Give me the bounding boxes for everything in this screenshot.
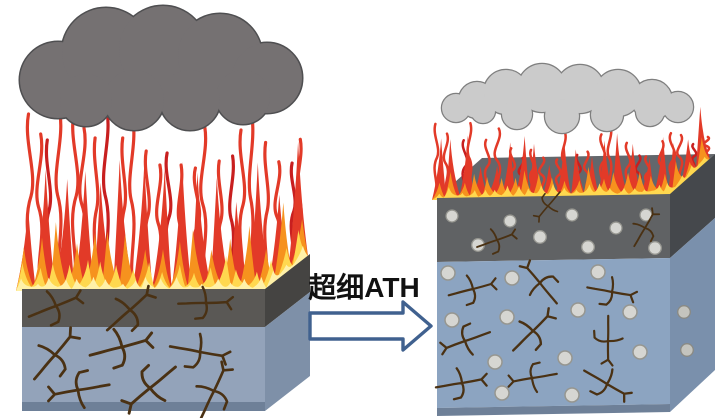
- arrow-label: 超细ATH: [308, 271, 419, 303]
- cloud-puff-fill: [104, 70, 164, 130]
- substrate-front-left: [22, 327, 265, 402]
- substrate-bottom-edge-right: [437, 404, 670, 416]
- cloud-puff-fill: [216, 70, 270, 124]
- flame-band: [16, 245, 308, 291]
- char-layer-side-left: [265, 254, 310, 327]
- transformation-indicator: 超细ATH: [308, 271, 433, 352]
- light-smoke-cloud-icon: [440, 62, 695, 135]
- ath-particle: [504, 270, 520, 286]
- char-layer-side-right: [670, 154, 715, 258]
- ath-particle: [503, 214, 517, 228]
- flame-band: [432, 156, 710, 200]
- ath-particle: [680, 343, 694, 357]
- flames-right: [432, 106, 710, 200]
- ath-particle: [499, 309, 515, 325]
- ath-particle: [648, 241, 662, 255]
- right-panel-with-ath: [432, 62, 715, 416]
- ath-particle: [622, 304, 638, 320]
- dense-smoke-cloud-icon: [18, 4, 304, 132]
- ath-particle: [440, 265, 456, 281]
- ath-particle: [444, 312, 460, 328]
- flame-band: [16, 141, 308, 291]
- flame-band: [16, 230, 308, 291]
- substrate-side-right: [670, 218, 715, 412]
- cloud-puff-fill: [160, 70, 220, 130]
- cloud-puff-fill: [518, 64, 566, 112]
- right-arrow-icon: [308, 300, 433, 352]
- ath-particle: [581, 240, 595, 254]
- ath-particle: [494, 385, 510, 401]
- cloud-puff-fill: [60, 74, 112, 126]
- flames-left: [16, 141, 308, 291]
- ath-particle: [609, 221, 623, 235]
- substrate-side-left: [265, 292, 310, 411]
- left-panel-untreated: [16, 4, 310, 418]
- ath-particle: [564, 387, 580, 403]
- flame-band: [432, 137, 710, 200]
- substrate-front-right: [437, 258, 670, 408]
- ath-particle: [632, 344, 648, 360]
- ath-particle: [557, 350, 573, 366]
- char-layer-front-right: [437, 194, 670, 262]
- substrate-bottom-edge-left: [22, 402, 265, 411]
- cloud-puff-fill: [591, 99, 623, 131]
- cloud-puff-fill: [636, 98, 664, 126]
- ath-particle: [445, 209, 459, 223]
- ath-particle: [590, 264, 606, 280]
- cloud-puff-fill: [663, 92, 693, 122]
- cloud-puff-fill: [545, 99, 579, 133]
- cloud-puff-fill: [502, 99, 532, 129]
- ath-particle: [487, 354, 503, 370]
- ath-particle: [677, 305, 691, 319]
- ath-particle: [565, 208, 579, 222]
- flame-strand: [130, 120, 134, 285]
- cloud-puff-fill: [471, 99, 495, 123]
- ath-particle: [533, 230, 547, 244]
- ath-particle: [570, 302, 586, 318]
